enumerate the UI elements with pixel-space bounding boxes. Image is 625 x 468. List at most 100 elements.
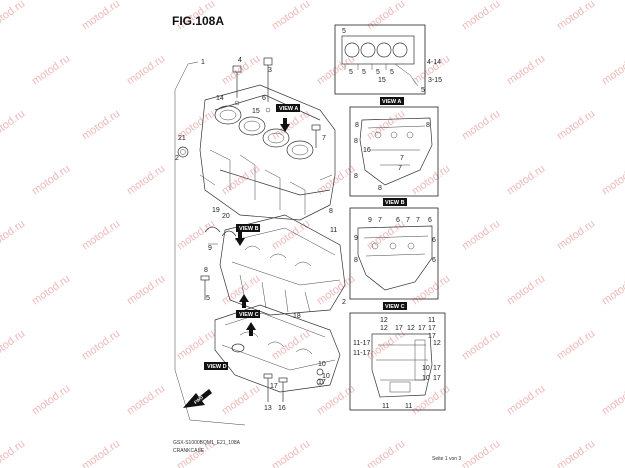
watermark-text: motod.ru [365,0,407,32]
watermark-text: motod.ru [600,163,625,198]
svg-text:17: 17 [428,325,436,332]
svg-text:6: 6 [432,237,436,244]
watermark-text: motod.ru [270,108,312,143]
watermark-text: motod.ru [125,273,167,308]
view-b-label: VIEW B [239,226,259,232]
view-c-caption: VIEW C [385,304,405,310]
svg-text:12: 12 [407,325,415,332]
svg-text:10: 10 [318,361,326,368]
svg-text:11-17: 11-17 [353,350,370,357]
watermark-text: motod.ru [270,0,312,32]
watermark-text: motod.ru [80,108,122,143]
svg-text:15: 15 [252,108,260,115]
watermark-text: motod.ru [30,383,72,418]
watermark-text: motod.ru [270,218,312,253]
svg-text:3-15: 3-15 [428,77,442,84]
view-c-label: VIEW C [239,312,259,318]
svg-text:11: 11 [382,403,389,410]
main-callouts: 1 14 6 15 21 2 19 20 8 11 2 9 8 18 5 10 … [175,57,346,412]
svg-text:16: 16 [278,405,286,412]
svg-text:17: 17 [395,325,403,332]
watermark-text: motod.ru [410,273,452,308]
svg-text:13: 13 [264,405,272,412]
watermark-text: motod.ru [0,108,27,143]
watermark-text: motod.ru [505,383,547,418]
watermark-text: motod.ru [460,328,502,363]
svg-text:18: 18 [293,313,301,320]
watermark-text: motod.ru [315,273,357,308]
watermark-text: motod.ru [220,383,262,418]
svg-text:17: 17 [433,375,441,382]
watermark-text: motod.ru [220,273,262,308]
svg-text:17: 17 [270,383,278,390]
watermark-text: motod.ru [460,438,502,468]
watermark-text: motod.ru [0,438,27,468]
watermark-text: motod.ru [600,273,625,308]
svg-text:4: 4 [238,57,242,64]
watermark-text: motod.ru [175,328,217,363]
svg-text:7: 7 [406,217,410,224]
watermark-text: motod.ru [30,273,72,308]
svg-text:6: 6 [428,217,432,224]
watermark-text: motod.ru [505,273,547,308]
view-b-panel: VIEW B 8 16 8 7 7 8 8 8 [349,106,439,206]
svg-text:17: 17 [418,325,426,332]
watermark-text: motod.ru [125,163,167,198]
svg-text:7: 7 [398,165,402,172]
svg-text:12: 12 [380,317,388,324]
svg-text:8: 8 [204,267,208,274]
svg-text:8: 8 [354,138,358,145]
svg-text:12: 12 [380,325,388,332]
view-a-caption: VIEW A [382,99,401,105]
watermark-text: motod.ru [315,163,357,198]
svg-text:8: 8 [378,185,382,192]
watermark-text: motod.ru [555,218,597,253]
svg-text:17: 17 [428,333,436,340]
watermark-text: motod.ru [220,163,262,198]
watermark-text: motod.ru [30,163,72,198]
watermark-text: motod.ru [555,108,597,143]
fwd-label: FWD [193,394,205,405]
svg-text:9: 9 [368,217,372,224]
svg-text:7: 7 [416,217,420,224]
watermark-text: motod.ru [555,328,597,363]
watermark-text: motod.ru [125,53,167,88]
svg-text:5: 5 [376,69,380,76]
svg-text:11: 11 [330,227,337,234]
svg-text:5: 5 [390,69,394,76]
watermark-text: motod.ru [270,438,312,468]
svg-text:7: 7 [322,135,326,142]
watermark-text: motod.ru [0,328,27,363]
watermark-text: motod.ru [460,0,502,32]
svg-text:11: 11 [405,403,412,410]
watermark-text: motod.ru [365,438,407,468]
view-a-label: VIEW A [279,106,298,112]
watermark-text: motod.ru [80,218,122,253]
svg-text:8: 8 [355,122,359,129]
view-d-label: VIEW D [207,364,227,370]
svg-text:9: 9 [354,235,358,242]
svg-text:10: 10 [422,365,430,372]
svg-text:10: 10 [422,375,430,382]
watermark-text: motod.ru [80,438,122,468]
watermark-text: motod.ru [410,383,452,418]
fwd-arrow-icon: FWD [183,389,212,408]
footer-name: CRANKCASE [173,448,205,454]
svg-text:19: 19 [212,207,220,214]
view-c-panel: VIEW C 9 7 6 7 7 6 9 8 6 6 [349,207,439,310]
watermark-text: motod.ru [460,108,502,143]
watermark-text: motod.ru [410,163,452,198]
svg-text:5: 5 [342,28,346,35]
svg-text:12: 12 [433,340,441,347]
svg-text:11-17: 11-17 [353,340,370,347]
svg-text:6: 6 [432,257,436,264]
svg-text:5: 5 [362,69,366,76]
watermark-text: motod.ru [30,53,72,88]
svg-text:15: 15 [378,77,386,84]
watermark-text: motod.ru [80,328,122,363]
svg-text:20: 20 [222,213,230,220]
view-a-panel: VIEW A 4-14 3-15 5 15 5 5 5 5 5 [334,24,442,105]
svg-text:14: 14 [216,95,224,102]
watermark-text: motod.ru [505,163,547,198]
